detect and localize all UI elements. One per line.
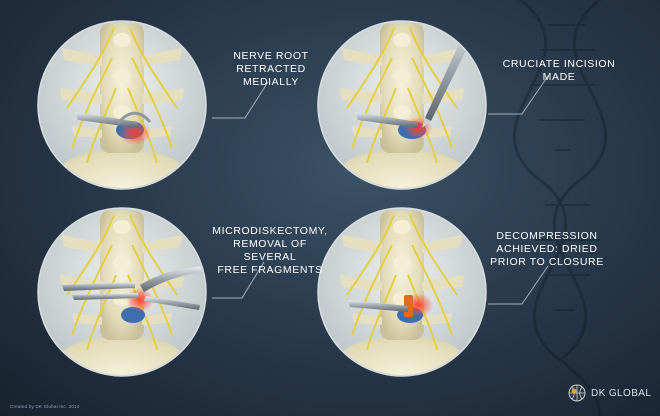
panel-4-illustration — [317, 208, 487, 416]
caption-step-2: CRUCIATE INCISION MADE — [486, 58, 632, 84]
footer-credit: Created by DK Global Inc. 2014 — [10, 404, 80, 409]
caption-step-4: DECOMPRESSION ACHIEVED: DRIED PRIOR TO C… — [489, 230, 605, 269]
caption-step-1: NERVE ROOT RETRACTED MEDIALLY — [220, 50, 322, 89]
panel-1-illustration — [37, 21, 207, 238]
brand-logo-text: DK GLOBAL — [591, 388, 651, 399]
panel-2-illustration — [317, 20, 487, 238]
panel-3-illustration — [37, 208, 207, 416]
dk-globe-logo-icon — [569, 385, 585, 401]
caption-step-3: MICRODISKECTOMY, REMOVAL OF SEVERAL FREE… — [208, 225, 332, 277]
